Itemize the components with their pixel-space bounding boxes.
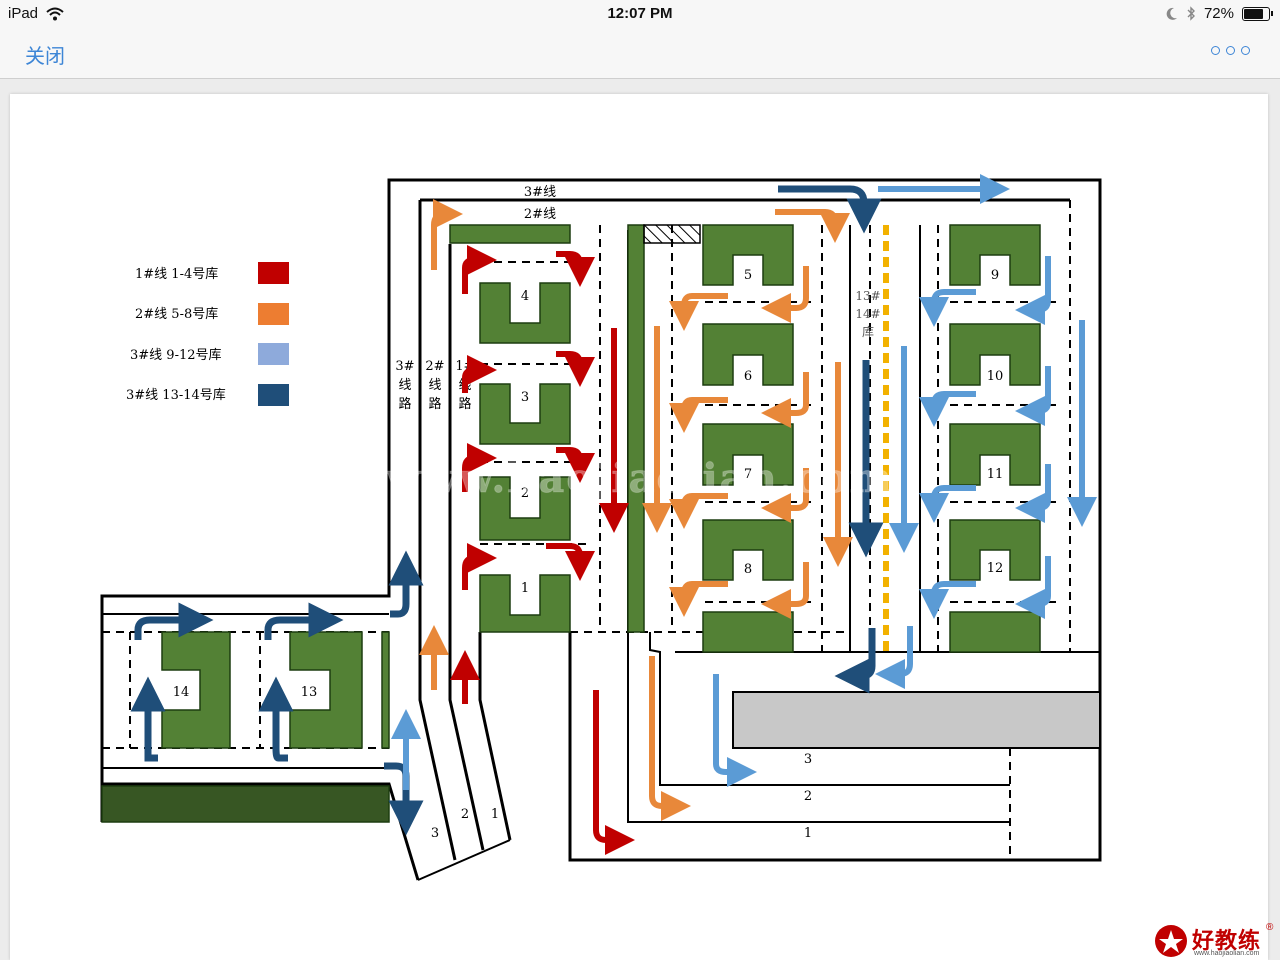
status-right: 72% [1166,5,1273,22]
warehouse-label-2: 2 [521,486,529,501]
route-arrows-line3-light [713,174,1097,787]
hatched-area [643,224,701,244]
road-label-v2c: 路 [428,396,441,412]
battery-fill [1244,8,1263,19]
lane-number-entry-3: 3 [431,826,439,841]
lane-number-bottom-1: 1 [804,826,812,841]
route-arrows-line1 [450,245,635,855]
lane-dashes [102,199,1071,860]
lane-number-bottom-2: 2 [804,789,812,804]
more-dot [1241,46,1250,55]
brand-logo: 好教练 ® www.haojiaolian.com [1154,922,1276,960]
status-time: 12:07 PM [607,5,673,22]
status-left: iPad [8,5,64,22]
warehouse-label-12: 12 [987,561,1004,576]
building-bands [101,224,1041,823]
battery-percent: 72% [1203,5,1234,22]
road-label-mid-a: 13# [855,289,880,303]
road-label-top-3: 3#线 [524,185,556,200]
more-dot [1226,46,1235,55]
grey-band [732,691,1101,749]
nav-bar: 关闭 [0,28,1280,79]
legend-swatch-3 [258,343,289,365]
legend: 1#线 1-4号库 2#线 5-8号库 3#线 9-12号库 3#线 13-14… [126,262,289,406]
brand-registered: ® [1266,922,1274,933]
device-name: iPad [8,5,39,22]
warehouse-label-3: 3 [521,390,529,405]
road-label-v3a: 3# [395,359,414,374]
legend-swatch-2 [258,303,289,325]
warehouse-label-5: 5 [744,268,752,283]
warehouse-label-9: 9 [991,268,999,283]
warehouse-label-7: 7 [744,467,752,482]
warehouse-label-10: 10 [987,369,1004,384]
more-options-icon[interactable] [1211,46,1250,55]
watermark-text: www.haojiaolian.com [385,455,894,502]
road-label-v2a: 2# [425,359,444,374]
road-label-top-2: 2#线 [524,207,556,222]
status-bar: iPad 12:07 PM 72% [0,0,1280,28]
warehouse-label-1: 1 [521,581,529,596]
moon-icon [1166,7,1177,20]
bluetooth-icon [1187,6,1195,21]
road-label-v1c: 路 [458,396,471,412]
road-label-mid-b: 14# [855,307,880,321]
road-labels: 3#线 2#线 3# 线 路 2# 线 路 1# 线 路 13# 14# 库 [395,185,880,412]
warehouse-label-6: 6 [744,369,752,384]
road-label-v3b: 线 [398,378,411,393]
brand-mark-icon [1155,925,1187,957]
legend-label-4: 3#线 13-14号库 [126,387,226,403]
warehouse-label-8: 8 [744,562,752,577]
brand-name: 好教练 [1192,929,1262,954]
lane-number-entry-1: 1 [491,807,499,822]
legend-label-1: 1#线 1-4号库 [135,266,218,282]
close-button[interactable]: 关闭 [25,44,65,68]
legend-swatch-1 [258,262,289,284]
warehouse-labels: 1 2 3 4 5 6 7 8 9 10 11 12 13 14 [173,268,1004,700]
brand-url: www.haojiaolian.com [1194,950,1260,957]
warehouse-label-14: 14 [173,685,190,700]
route-arrows-line2 [419,199,853,821]
route-arrows-line3-dark [130,185,884,836]
legend-swatch-4 [258,384,289,406]
warehouse-blocks [161,224,1041,749]
wifi-icon [46,7,64,20]
road-label-v2b: 线 [428,378,441,393]
warehouse-label-13: 13 [301,685,318,700]
more-dot [1211,46,1220,55]
warehouse-label-4: 4 [521,289,529,304]
lane-numbers: 3 2 1 3 2 1 [431,752,812,841]
legend-label-2: 2#线 5-8号库 [135,306,218,322]
battery-icon [1242,6,1273,21]
road-label-v3c: 路 [398,396,411,412]
lane-number-entry-2: 2 [461,807,469,822]
lane-number-bottom-3: 3 [804,752,812,767]
warehouse-label-11: 11 [987,467,1004,482]
road-label-mid-c: 库 [862,324,874,339]
legend-label-3: 3#线 9-12号库 [130,347,222,363]
